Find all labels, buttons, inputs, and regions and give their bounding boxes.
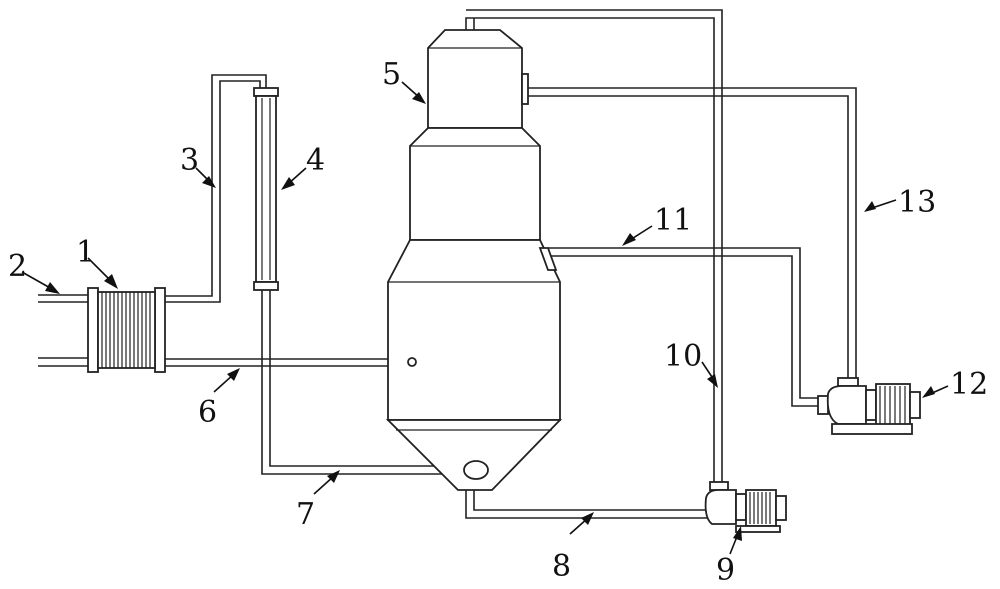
label-13: 13 (898, 185, 936, 220)
label-8: 8 (552, 549, 571, 584)
evaporator (385, 29, 563, 491)
label-3: 3 (180, 143, 199, 178)
label-1: 1 (76, 235, 95, 270)
number-labels: 1 2 3 4 5 6 7 8 9 10 11 12 13 (8, 57, 988, 588)
label-4: 4 (306, 143, 325, 178)
label-9: 9 (716, 553, 735, 588)
heat-exchanger (87, 287, 166, 373)
leader-arrows (21, 81, 949, 555)
pipe-6 (165, 358, 412, 367)
label-12: 12 (950, 367, 988, 402)
pipe-13 (528, 87, 857, 378)
label-11: 11 (654, 203, 692, 238)
pipe-3 (165, 74, 267, 303)
pipe-11 (548, 247, 822, 407)
label-6: 6 (198, 395, 217, 430)
label-7: 7 (296, 497, 315, 532)
label-10: 10 (664, 339, 702, 374)
pipes (38, 9, 857, 519)
pump-9 (704, 481, 787, 533)
pipe-2b (38, 357, 88, 367)
condenser (253, 87, 279, 291)
pipe-8 (465, 490, 712, 519)
pipe-2 (38, 294, 88, 303)
pump-12 (817, 377, 921, 435)
pipe-7 (261, 290, 475, 475)
label-5: 5 (382, 57, 401, 92)
label-2: 2 (8, 249, 27, 284)
